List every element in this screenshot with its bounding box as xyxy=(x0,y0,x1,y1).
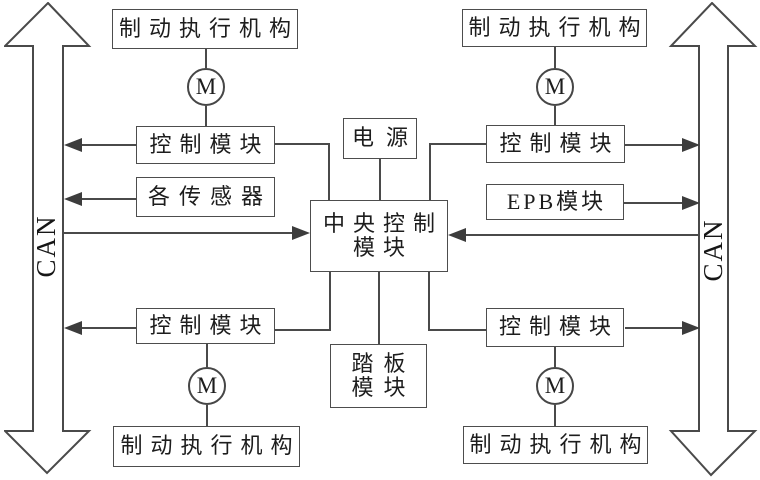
arrowhead-right-icon xyxy=(682,196,700,210)
node-brake-actuator-top-right: 制动执行机构 xyxy=(462,9,647,47)
node-motor-bottom-right: M xyxy=(536,367,574,405)
connector-line xyxy=(428,272,430,330)
node-label: 控制模块 xyxy=(498,314,619,340)
connector-line xyxy=(554,106,556,125)
node-label: 各传感器 xyxy=(147,183,272,209)
node-epb-module: EPB模块 xyxy=(486,184,624,220)
can-bus-label-left: CAN xyxy=(30,214,61,278)
node-control-module-bottom-left: 控制模块 xyxy=(136,308,275,344)
node-pedal-module: 踏板 模块 xyxy=(330,344,427,408)
connector-line xyxy=(428,329,486,331)
node-label: 控制模块 xyxy=(149,131,270,157)
node-label-line2: 模块 xyxy=(352,235,413,260)
arrowhead-left-icon xyxy=(448,228,466,242)
node-control-module-bottom-right: 控制模块 xyxy=(486,308,624,347)
node-label-line1: 踏板 xyxy=(351,350,416,376)
node-sensors: 各传感器 xyxy=(136,177,275,217)
connector-line xyxy=(378,272,380,344)
connector-line xyxy=(205,106,207,126)
node-label: 制动执行机构 xyxy=(118,15,299,41)
connector-line xyxy=(554,405,556,426)
connector-line xyxy=(328,143,330,200)
connector-line xyxy=(206,405,208,426)
node-brake-actuator-bottom-left: 制动执行机构 xyxy=(113,426,300,467)
node-central-control-module: 中央控制 模块 xyxy=(310,200,448,272)
node-motor-top-left: M xyxy=(187,68,225,106)
motor-label: M xyxy=(196,373,218,398)
connector-line xyxy=(82,198,136,200)
connector-line xyxy=(625,327,682,329)
connector-line xyxy=(466,234,699,236)
motor-label: M xyxy=(195,74,217,99)
connector-line xyxy=(624,202,682,204)
connector-line xyxy=(275,329,331,331)
arrowhead-left-icon xyxy=(64,138,82,152)
arrowhead-right-icon xyxy=(682,138,700,152)
node-label-line1: 中央控制 xyxy=(322,210,443,236)
connector-line xyxy=(429,143,431,200)
node-brake-actuator-bottom-right: 制动执行机构 xyxy=(463,426,648,464)
motor-label: M xyxy=(544,74,566,99)
node-label: 电源 xyxy=(351,125,420,151)
connector-line xyxy=(275,143,330,145)
motor-label: M xyxy=(544,373,566,398)
connector-line xyxy=(82,144,136,146)
node-control-module-top-left: 控制模块 xyxy=(136,126,275,164)
node-label: 制动执行机构 xyxy=(120,433,301,459)
node-motor-top-right: M xyxy=(536,68,574,106)
connector-line xyxy=(554,47,556,68)
node-label: EPB模块 xyxy=(506,188,607,214)
arrowhead-right-icon xyxy=(292,226,310,240)
arrowhead-right-icon xyxy=(682,321,700,335)
node-brake-actuator-top-left: 制动执行机构 xyxy=(112,9,298,49)
can-bus-label-right: CAN xyxy=(697,218,728,282)
node-label: 控制模块 xyxy=(149,312,270,338)
connector-line xyxy=(554,347,556,367)
connector-line xyxy=(429,143,486,145)
arrowhead-left-icon xyxy=(64,321,82,335)
connector-line xyxy=(625,144,682,146)
can-bus-arrow-left xyxy=(4,2,92,475)
node-label: 控制模块 xyxy=(499,130,620,156)
node-control-module-top-right: 控制模块 xyxy=(486,125,625,163)
node-motor-bottom-left: M xyxy=(188,367,226,405)
connector-line xyxy=(206,344,208,367)
connector-line xyxy=(82,327,136,329)
arrowhead-left-icon xyxy=(64,192,82,206)
connector-line xyxy=(329,272,331,330)
can-bus-arrow-right xyxy=(668,2,758,477)
connector-line xyxy=(205,49,207,68)
node-label-line2: 模块 xyxy=(351,375,416,400)
node-label: 制动执行机构 xyxy=(469,431,650,457)
connector-line xyxy=(379,159,381,200)
node-label: 制动执行机构 xyxy=(468,14,649,40)
connector-line xyxy=(64,232,292,234)
node-power-supply: 电源 xyxy=(343,118,417,159)
